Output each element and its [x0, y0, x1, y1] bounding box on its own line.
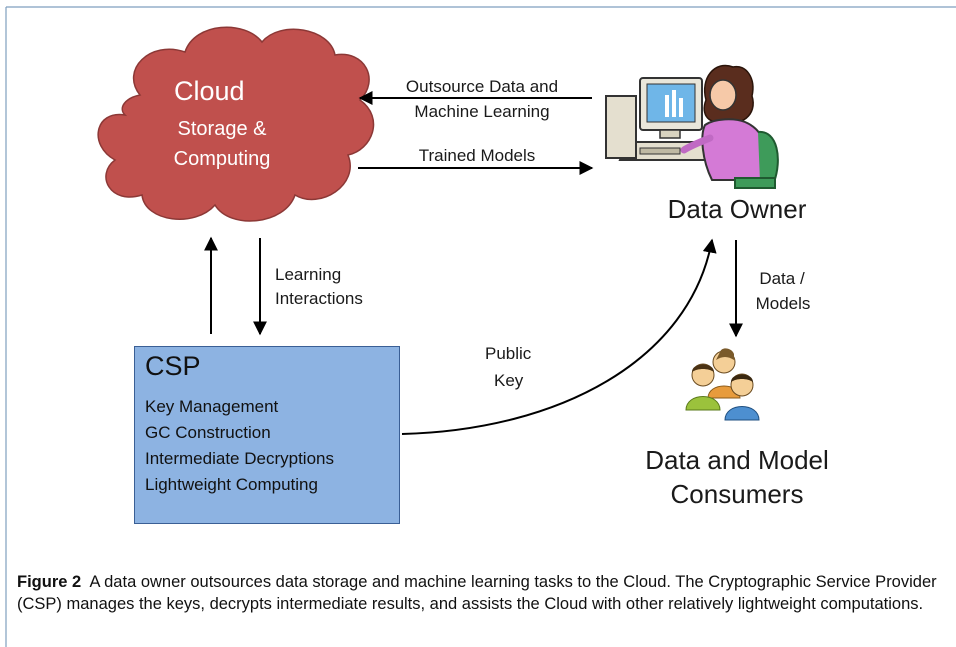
learning-label-line2: Interactions — [275, 289, 363, 308]
csp-item-gc-construction: GC Construction — [145, 423, 271, 442]
learning-label-line1: Learning — [275, 265, 342, 284]
figure-label: Figure 2 — [17, 573, 82, 591]
caption-text: A data owner outsources data storage and… — [17, 573, 937, 613]
public-key-label-line1: Public — [485, 344, 532, 363]
data-owner-icon — [605, 64, 779, 189]
cloud-title: Cloud — [174, 76, 245, 106]
outsource-label-line2: Machine Learning — [414, 102, 550, 121]
public-key-label-line2: Key — [494, 371, 524, 390]
cloud-subtitle-line1: Storage & — [177, 118, 267, 140]
outsource-label-line1: Outsource Data and — [405, 77, 559, 96]
cloud-subtitle-line2: Computing — [173, 148, 271, 170]
consumers-icon — [685, 348, 760, 421]
csp-title: CSP — [145, 351, 201, 381]
csp-item-intermediate-decryptions: Intermediate Decryptions — [145, 449, 334, 468]
cloud-shape — [97, 26, 375, 222]
csp-item-lightweight-computing: Lightweight Computing — [145, 475, 318, 494]
data-models-label-line2: Models — [755, 294, 811, 313]
public-key-arrow — [401, 238, 717, 435]
data-models-label-line1: Data / — [759, 269, 805, 288]
consumers-label-line2: Consumers — [670, 479, 804, 509]
trained-models-label: Trained Models — [418, 146, 536, 165]
figure-caption: Figure 2 A data owner outsources data st… — [17, 571, 947, 615]
csp-item-key-management: Key Management — [145, 397, 279, 416]
data-owner-label: Data Owner — [667, 194, 807, 224]
csp-box: CSP Key Management GC Construction Inter… — [134, 346, 400, 524]
consumers-label-line1: Data and Model — [645, 445, 829, 475]
